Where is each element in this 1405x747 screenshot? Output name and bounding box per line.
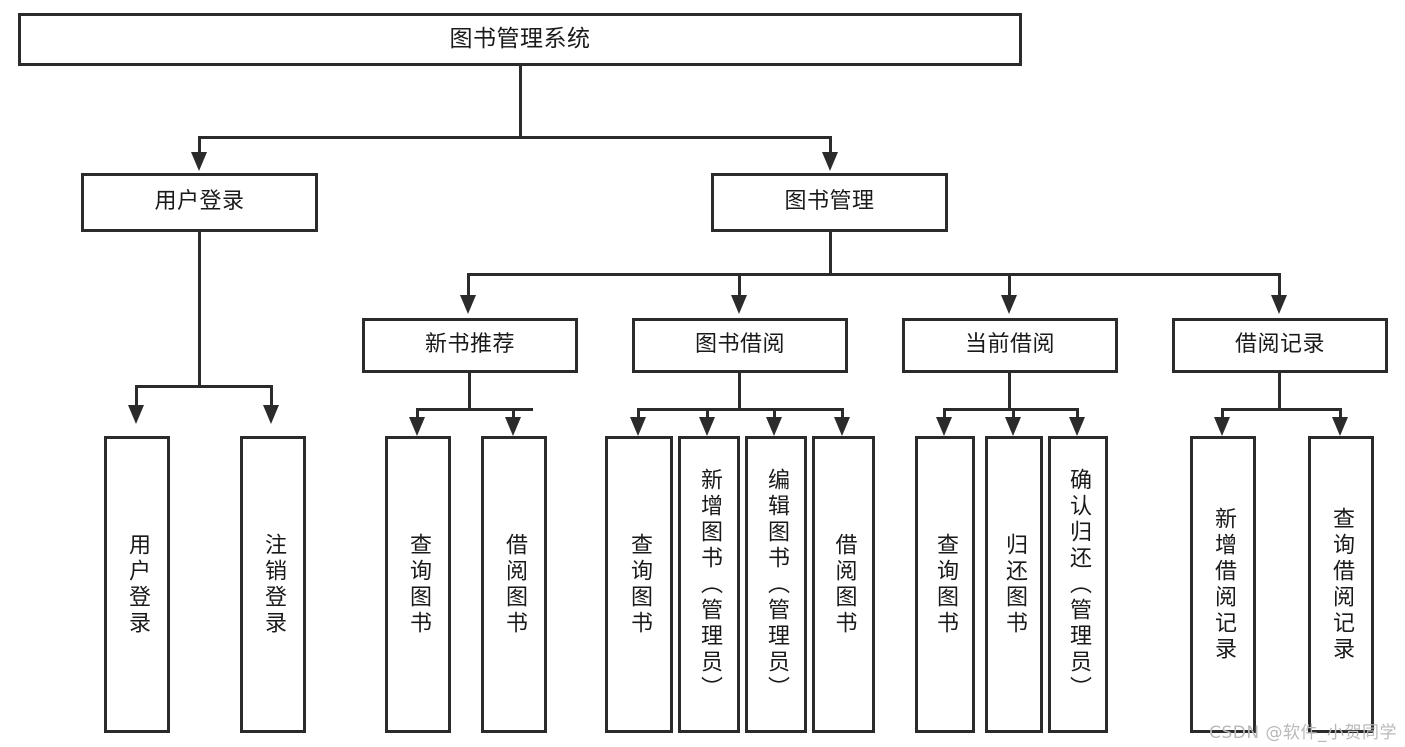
connector-current-borrow-stem [1008,373,1011,410]
connector-bus-borrow-record-children [1221,408,1342,411]
connector-book-mgmt-stem [829,232,832,275]
leaf-query-books-recommend[interactable]: 查询图书 [385,436,451,733]
node-borrow-record[interactable]: 借阅记录 [1172,318,1388,373]
connector-drop-leaf-8 [841,408,844,420]
arrow-leaf-3 [409,417,425,436]
connector-bus-level2 [198,136,832,139]
arrow-book-mgmt [822,152,838,171]
connector-drop-leaf-3 [416,408,419,420]
leaf-label: 确认归还（管理员） [1066,467,1091,702]
leaf-label: 查询图书 [933,532,958,637]
arrow-borrow-books [731,295,747,314]
connector-drop-current-borrow [1008,273,1011,297]
leaf-label: 查询图书 [627,532,652,637]
node-label: 图书管理系统 [449,25,591,52]
connector-drop-borrow-record [1278,273,1281,297]
connector-drop-leaf-5 [637,408,640,420]
connector-drop-leaf-4 [512,408,515,420]
arrow-leaf-12 [1214,417,1230,436]
connector-drop-leaf-11 [1076,408,1079,420]
arrow-leaf-13 [1332,417,1348,436]
leaf-query-books-borrow[interactable]: 查询图书 [605,436,673,733]
connector-drop-leaf-6 [706,408,709,420]
leaf-confirm-return-admin[interactable]: 确认归还（管理员） [1048,436,1108,733]
leaf-label: 归还图书 [1002,532,1027,637]
connector-root-stem [519,66,522,138]
arrow-current-borrow [1001,295,1017,314]
leaf-logout[interactable]: 注销登录 [240,436,306,733]
connector-bus-user-login-children [135,385,272,388]
leaf-add-borrow-record[interactable]: 新增借阅记录 [1190,436,1256,733]
connector-drop-leaf-13 [1339,408,1342,420]
node-book-management[interactable]: 图书管理 [711,173,948,232]
node-new-book-recommend[interactable]: 新书推荐 [362,318,578,373]
arrow-leaf-2 [263,405,279,424]
connector-borrow-record-stem [1278,373,1281,410]
arrow-leaf-8 [834,417,850,436]
connector-drop-book-mgmt [829,136,832,154]
connector-borrow-books-stem [738,373,741,410]
arrow-leaf-4 [505,417,521,436]
connector-bus-borrow-books-children [637,408,844,411]
node-label: 新书推荐 [424,332,515,358]
connector-bus-current-borrow-children [943,408,1077,411]
leaf-label: 借阅图书 [502,532,527,637]
connector-drop-leaf-10 [1012,408,1015,420]
connector-user-login-stem [198,232,201,387]
leaf-label: 编辑图书（管理员） [764,467,789,702]
connector-drop-leaf-9 [943,408,946,420]
connector-bus-new-books-children [416,408,533,411]
node-label: 借阅记录 [1234,332,1325,358]
leaf-borrow-book[interactable]: 借阅图书 [812,436,875,733]
leaf-label: 新增借阅记录 [1211,506,1236,663]
connector-drop-leaf-7 [773,408,776,420]
node-label: 图书借阅 [694,332,785,358]
leaf-user-login[interactable]: 用户登录 [104,436,170,733]
arrow-leaf-5 [630,417,646,436]
node-root-system[interactable]: 图书管理系统 [18,13,1022,66]
node-user-login[interactable]: 用户登录 [81,173,318,232]
arrow-leaf-7 [766,417,782,436]
node-label: 用户登录 [154,189,245,215]
arrow-leaf-6 [699,417,715,436]
leaf-label: 新增图书（管理员） [697,467,722,702]
leaf-edit-book-admin[interactable]: 编辑图书（管理员） [745,436,807,733]
node-book-borrow[interactable]: 图书借阅 [632,318,848,373]
connector-drop-user-login [198,136,201,154]
csdn-watermark: CSDN @软件_小贺同学 [1209,723,1397,743]
arrow-leaf-11 [1069,417,1085,436]
leaf-label: 注销登录 [261,532,286,637]
connector-drop-leaf-1 [135,385,138,407]
leaf-label: 查询借阅记录 [1329,506,1354,663]
arrow-new-books [460,295,476,314]
node-label: 当前借阅 [964,332,1055,358]
leaf-return-book[interactable]: 归还图书 [985,436,1043,733]
leaf-label: 用户登录 [125,532,150,637]
arrow-leaf-10 [1005,417,1021,436]
leaf-label: 借阅图书 [831,532,857,637]
leaf-borrow-books-recommend[interactable]: 借阅图书 [481,436,547,733]
arrow-user-login [191,152,207,171]
connector-bus-level3 [467,273,1280,276]
arrow-leaf-9 [936,417,952,436]
connector-new-books-stem [468,373,471,410]
leaf-query-books-current[interactable]: 查询图书 [915,436,975,733]
connector-drop-leaf-12 [1221,408,1224,420]
connector-drop-borrow-books [738,273,741,297]
leaf-query-borrow-record[interactable]: 查询借阅记录 [1308,436,1374,733]
connector-drop-leaf-2 [270,385,273,407]
leaf-add-book-admin[interactable]: 新增图书（管理员） [678,436,740,733]
arrow-leaf-1 [128,405,144,424]
arrow-borrow-record [1271,295,1287,314]
connector-drop-new-books [467,273,470,297]
leaf-label: 查询图书 [406,532,431,637]
node-label: 图书管理 [784,189,875,215]
node-current-borrow[interactable]: 当前借阅 [902,318,1118,373]
